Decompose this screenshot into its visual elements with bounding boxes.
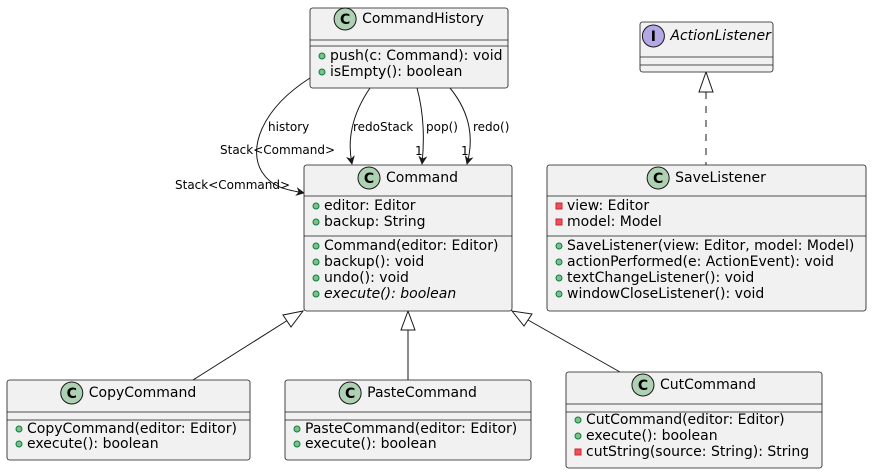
history-label: history — [268, 120, 309, 134]
class-method: isEmpty(): boolean — [330, 64, 462, 80]
stereotype-letter: C — [340, 12, 350, 28]
class-method: Command(editor: Editor) — [324, 238, 498, 254]
class-attribute: view: Editor — [567, 198, 649, 214]
public-visibility-icon — [312, 258, 320, 266]
class-box — [565, 371, 823, 469]
class-method: textChangeListener(): void — [567, 270, 754, 286]
class-method: backup(): void — [324, 254, 424, 270]
stereotype-letter: C — [67, 386, 77, 402]
class-method: actionPerformed(e: ActionEvent): void — [567, 254, 834, 270]
public-visibility-icon — [312, 290, 320, 298]
class-badge-icon — [333, 7, 357, 31]
class-command-history: C CommandHistory push(c: Command): voidisE… — [309, 7, 509, 89]
class-method: PasteCommand(editor: Editor) — [305, 421, 517, 437]
private-visibility-icon — [555, 202, 563, 210]
public-visibility-icon — [293, 440, 301, 448]
stereotype-letter: C — [638, 378, 648, 394]
class-method: undo(): void — [324, 270, 409, 286]
redo-stack-association-line — [345, 87, 371, 165]
class-badge-icon — [357, 166, 381, 190]
public-visibility-icon — [318, 68, 326, 76]
redo-label: redo() — [473, 120, 509, 134]
stereotype-letter: C — [364, 171, 374, 187]
class-badge-icon — [338, 381, 362, 405]
class-method: execute(): boolean — [305, 436, 437, 452]
class-badge-icon — [631, 373, 655, 397]
public-visibility-icon — [312, 274, 320, 282]
stereotype-letter: C — [345, 386, 355, 402]
pop-label: pop() — [426, 120, 458, 134]
redo-association-line — [449, 87, 474, 165]
copy-command-generalization-arrowhead — [282, 310, 305, 328]
class-name: Command — [386, 170, 458, 186]
public-visibility-icon — [555, 274, 563, 282]
class-attribute: model: Model — [567, 214, 662, 230]
class-method: windowCloseListener(): void — [567, 286, 764, 302]
cut-command-generalization-line — [527, 319, 621, 373]
private-visibility-icon — [555, 218, 563, 226]
public-visibility-icon — [312, 218, 320, 226]
class-badge-icon — [60, 381, 84, 405]
public-visibility-icon — [318, 52, 326, 60]
public-visibility-icon — [15, 440, 23, 448]
stereotype-letter: I — [651, 29, 656, 45]
public-visibility-icon — [293, 425, 301, 433]
interface-badge-icon — [641, 24, 665, 48]
interface-action-listener: I ActionListener — [639, 21, 774, 73]
class-method: CopyCommand(editor: Editor) — [27, 421, 237, 437]
history-source-multiplicity: Stack<Command> — [220, 143, 335, 157]
realization-arrowhead — [698, 70, 714, 93]
class-method: cutString(source: String): String — [586, 444, 809, 460]
class-box — [309, 7, 509, 89]
redo-stack-label: redoStack — [353, 120, 413, 134]
pop-multiplicity: 1 — [415, 144, 423, 158]
class-name: SaveListener — [675, 170, 766, 186]
public-visibility-icon — [15, 425, 23, 433]
copy-command-generalization-line — [192, 319, 289, 381]
class-box — [546, 164, 867, 312]
class-method: push(c: Command): void — [330, 48, 502, 64]
stereotype-letter: C — [653, 171, 663, 187]
class-method: execute(): boolean — [324, 286, 456, 302]
public-visibility-icon — [312, 242, 320, 250]
class-name: CommandHistory — [362, 11, 484, 27]
public-visibility-icon — [555, 290, 563, 298]
class-method: CutCommand(editor: Editor) — [586, 412, 785, 428]
edges: history Stack<Command> Stack<Command> re… — [175, 70, 714, 381]
class-method: SaveListener(view: Editor, model: Model) — [567, 238, 854, 254]
public-visibility-icon — [574, 416, 582, 424]
class-attribute: backup: String — [324, 214, 426, 230]
public-visibility-icon — [312, 202, 320, 210]
class-name: CutCommand — [660, 377, 756, 393]
history-association-line — [256, 77, 311, 196]
private-visibility-icon — [574, 448, 582, 456]
pop-association-line — [416, 87, 428, 165]
public-visibility-icon — [574, 432, 582, 440]
public-visibility-icon — [555, 242, 563, 250]
class-attribute: editor: Editor — [324, 198, 416, 214]
class-method: execute(): boolean — [27, 436, 159, 452]
cut-command-generalization-arrowhead — [510, 310, 533, 327]
class-name: CopyCommand — [89, 385, 196, 401]
class-box — [639, 21, 774, 73]
class-badge-icon — [646, 166, 670, 190]
history-target-multiplicity: Stack<Command> — [175, 178, 290, 192]
class-method: execute(): boolean — [586, 428, 718, 444]
paste-command-generalization-arrowhead — [400, 309, 416, 331]
class-name: PasteCommand — [367, 385, 477, 401]
public-visibility-icon — [555, 258, 563, 266]
redo-multiplicity: 1 — [461, 144, 469, 158]
class-name: ActionListener — [669, 28, 772, 44]
class-box — [303, 164, 513, 312]
